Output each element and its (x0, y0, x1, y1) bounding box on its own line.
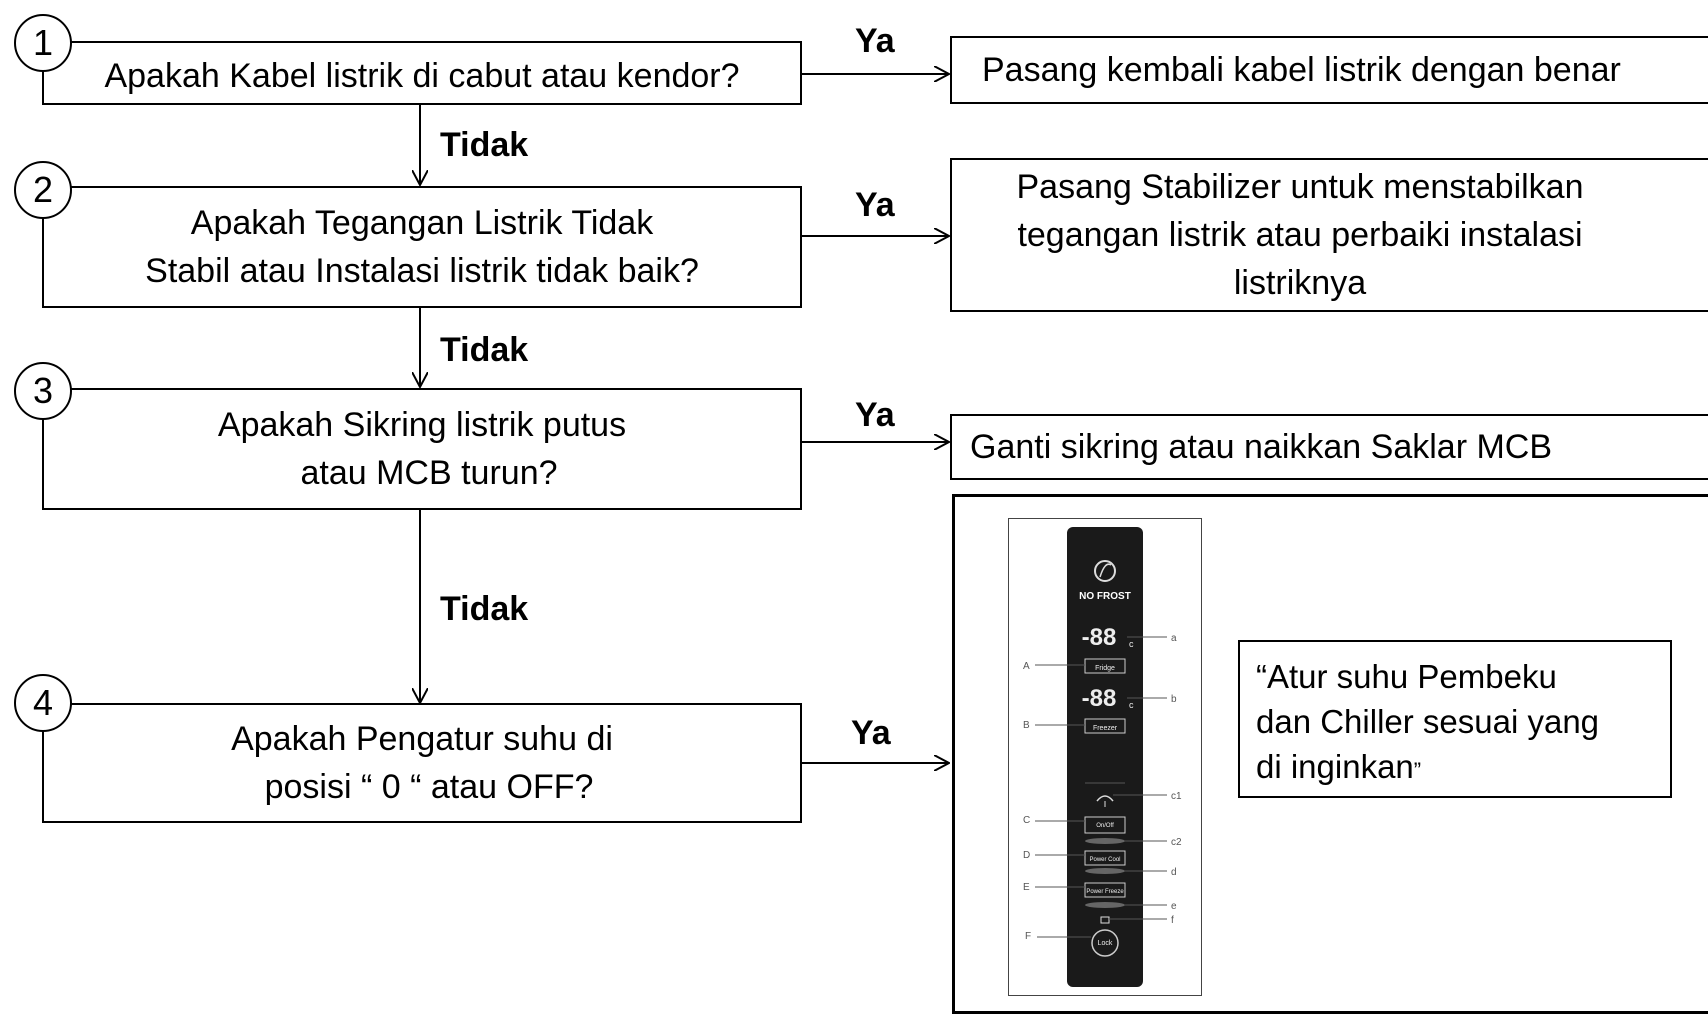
question-box-4: Apakah Pengatur suhu di posisi “ 0 “ ata… (42, 703, 802, 823)
action-text-2b: tegangan listrik atau perbaiki instalasi (1017, 216, 1583, 254)
letter-A: A (1023, 661, 1030, 672)
letter-e: e (1171, 901, 1177, 912)
letter-C: C (1023, 815, 1030, 826)
action-text-3: Ganti sikring atau naikkan Saklar MCB (970, 428, 1553, 466)
letter-b: b (1171, 694, 1177, 705)
step-number-4: 4 (14, 674, 72, 732)
question-box-1: Apakah Kabel listrik di cabut atau kendo… (42, 41, 802, 105)
btn-onoff: On/Off (1096, 823, 1114, 829)
step-number-3: 3 (14, 362, 72, 420)
letter-D: D (1023, 850, 1030, 861)
control-panel-drawing: NO FROST -88 c Fridge -88 c Freezer On/O… (1023, 527, 1182, 987)
lock-icon (1100, 916, 1110, 924)
question-text-2a: Apakah Tegangan Listrik Tidak (190, 204, 654, 242)
question-text-4b: posisi “ 0 “ atau OFF? (264, 768, 594, 806)
yes-label-3: Ya (855, 396, 895, 434)
letter-d: d (1171, 867, 1177, 878)
letter-c1: c1 (1171, 791, 1182, 802)
yes-label-1: Ya (855, 22, 895, 60)
note-line-2: dan Chiller sesuai yang (1256, 703, 1600, 740)
question-text-2b: Stabil atau Instalasi listrik tidak baik… (145, 252, 699, 290)
letter-F: F (1025, 931, 1031, 942)
no-label-1: Tidak (440, 126, 529, 164)
instruction-note: “Atur suhu Pembeku dan Chiller sesuai ya… (1238, 640, 1672, 798)
letter-a: a (1171, 633, 1177, 644)
btn-power-freeze: Power Freeze (1086, 889, 1124, 895)
no-label-3: Tidak (440, 590, 529, 628)
vent-icon (1096, 795, 1114, 802)
action-text-1: Pasang kembali kabel listrik dengan bena… (982, 51, 1621, 89)
letter-E: E (1023, 882, 1030, 893)
note-line-1: “Atur suhu Pembeku (1256, 658, 1557, 695)
letter-B: B (1023, 720, 1030, 731)
action-box-1: Pasang kembali kabel listrik dengan bena… (950, 36, 1708, 104)
action-box-2: Pasang Stabilizer untuk menstabilkan teg… (950, 158, 1708, 312)
leaf-icon (1094, 560, 1116, 582)
btn-freezer: Freezer (1093, 725, 1118, 732)
question-box-3: Apakah Sikring listrik putus atau MCB tu… (42, 388, 802, 510)
question-text-4a: Apakah Pengatur suhu di (231, 720, 613, 758)
panel-brand: NO FROST (1079, 591, 1131, 602)
yes-label-4: Ya (851, 714, 891, 752)
step-number-2: 2 (14, 161, 72, 219)
btn-power-cool: Power Cool (1089, 857, 1120, 863)
display-fridge-unit: c (1129, 639, 1134, 649)
letter-f: f (1171, 915, 1174, 926)
step-number-1: 1 (14, 14, 72, 72)
action-text-2c: listriknya (1233, 264, 1367, 302)
question-text-1: Apakah Kabel listrik di cabut atau kendo… (104, 57, 740, 95)
yes-label-2: Ya (855, 186, 895, 224)
action-text-2a: Pasang Stabilizer untuk menstabilkan (1016, 168, 1584, 206)
letter-c2: c2 (1171, 837, 1182, 848)
display-freezer: -88 (1082, 685, 1117, 712)
btn-lock: Lock (1098, 940, 1113, 947)
display-freezer-unit: c (1129, 700, 1134, 710)
action-box-3: Ganti sikring atau naikkan Saklar MCB (950, 414, 1708, 480)
question-box-2: Apakah Tegangan Listrik Tidak Stabil ata… (42, 186, 802, 308)
question-text-3b: atau MCB turun? (300, 454, 558, 492)
btn-fridge: Fridge (1095, 665, 1115, 672)
control-panel-image: NO FROST -88 c Fridge -88 c Freezer On/O… (1008, 518, 1202, 996)
note-line-3: di inginkan (1256, 748, 1414, 785)
note-close-quote: ” (1413, 758, 1422, 783)
question-text-3a: Apakah Sikring listrik putus (217, 406, 627, 444)
display-fridge: -88 (1082, 624, 1117, 651)
no-label-2: Tidak (440, 331, 529, 369)
